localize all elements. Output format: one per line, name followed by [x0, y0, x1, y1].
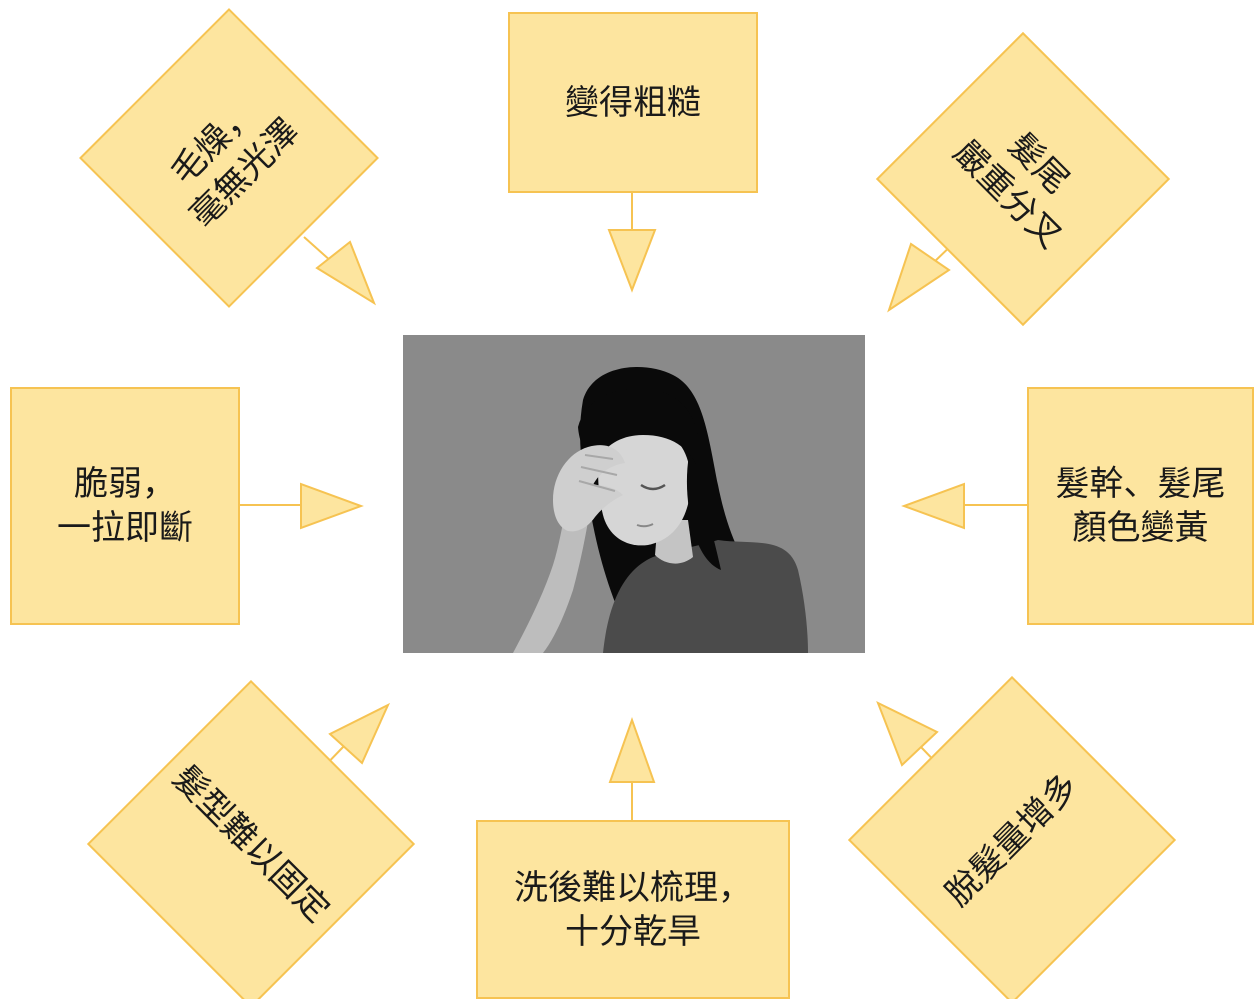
node-top: 變得粗糙 [508, 12, 758, 193]
woman-silhouette-icon [513, 367, 808, 653]
node-left-label: 脆弱， 一拉即斷 [57, 464, 193, 548]
node-bottom-label: 洗後難以梳理， 十分乾旱 [514, 867, 752, 952]
arrow-bottom [608, 717, 656, 820]
node-right: 髮幹、髮尾 顏色變黃 [1027, 387, 1254, 625]
arrow-right [901, 482, 1027, 530]
woman-holding-head-figure [403, 335, 865, 653]
node-top-label: 變得粗糙 [565, 82, 701, 123]
arrow-left [240, 482, 364, 530]
node-left: 脆弱， 一拉即斷 [10, 387, 240, 625]
arrow-top [607, 193, 657, 293]
node-right-label: 髮幹、髮尾 顏色變黃 [1055, 464, 1226, 548]
node-bottom-left-label: 髮型難以固定 [164, 757, 338, 931]
node-bottom-right-label: 脫髮量增多 [937, 765, 1087, 915]
node-top-left-label: 毛燥， 毫無光澤 [163, 92, 307, 236]
node-bottom: 洗後難以梳理， 十分乾旱 [476, 820, 790, 999]
node-top-right-label: 髮尾 嚴重分叉 [945, 125, 1077, 257]
arrow-top-left [303, 236, 377, 306]
